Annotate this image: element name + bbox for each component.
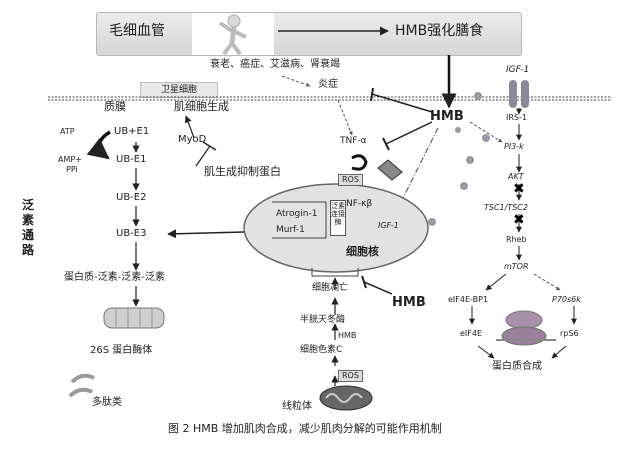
ros-molecule: [377, 159, 403, 181]
figure-caption: 图 2 HMB 增加肌肉合成，减少肌肉分解的可能作用机制: [168, 422, 442, 435]
ros-bottom-label: ROS: [338, 370, 363, 382]
tnf-curl: [351, 154, 368, 171]
capillary-banner: [96, 12, 522, 56]
eif4e-label: eIF4E: [460, 329, 483, 338]
tnf-label: TNF-α: [340, 136, 367, 146]
ligase-label: 泛素连接酶: [331, 202, 345, 226]
inflammation-tnf-arrow: [337, 99, 353, 136]
atp-curve-arrow: [86, 130, 111, 160]
atrogin-label: Atrogin-1: [276, 209, 318, 219]
ros-top-label: ROS: [338, 174, 363, 186]
caspase-label: 半胱天冬酶: [300, 315, 346, 325]
myostatin-label: 肌生成抑制蛋白: [204, 165, 281, 178]
hmb-apoptosis-label: HMB: [392, 295, 426, 310]
akt-label: AKT: [508, 172, 524, 181]
ubiquitin-pathway-label: 泛素通路: [22, 198, 35, 257]
myostatin-inhibit: [195, 145, 211, 167]
atp-label: ATP: [60, 127, 75, 136]
mtor-label: mTOR: [504, 262, 529, 271]
tsc-block-x: ✖: [513, 212, 525, 228]
ribosome-icon: [496, 310, 556, 346]
apoptosis-label: 细胞凋亡: [312, 283, 349, 293]
pi3k-label: PI3-k: [504, 142, 524, 151]
mitochondria-icon: [319, 385, 373, 411]
person-figure: [192, 13, 274, 56]
polypeptide-icon-1: [70, 373, 95, 384]
hmb-pi3k-arrow: [469, 121, 503, 143]
polypeptide-icon-2: [68, 387, 93, 398]
inflammation-label: 炎症: [318, 79, 338, 90]
disease-arrow: [281, 75, 311, 87]
membrane-label: 质膜: [104, 100, 126, 113]
murf-label: Murf-1: [276, 225, 305, 235]
eif4ebp1-label: eIF4E-BP1: [448, 295, 489, 304]
myod-label: MyoD: [178, 134, 207, 145]
cytochrome-label: 细胞色素C: [300, 345, 343, 355]
irs-label: IRS-1: [506, 113, 527, 122]
myogenesis-label: 肌细胞生成: [174, 100, 229, 113]
hmb-bottom-small-label: HMB: [338, 331, 357, 340]
mitochondria-label: 线粒体: [282, 401, 312, 412]
person-icon: [218, 14, 247, 56]
nucleus-label: 细胞核: [346, 245, 379, 258]
ligase-box: 泛素连接酶: [330, 200, 346, 236]
p70s6k-label: P70s6k: [552, 295, 581, 304]
nucleus-e3-arrow: [167, 229, 245, 239]
proteasome-label: 26S 蛋白酶体: [90, 345, 153, 356]
proteasome-icon: [103, 307, 165, 329]
protein-ubiquitin-label: 蛋白质-泛素-泛素-泛素: [64, 272, 165, 283]
ub-e2: UB-E2: [116, 192, 147, 203]
ub-e1-plus: UB+E1: [114, 126, 150, 137]
capillary-label: 毛细血管: [109, 23, 165, 39]
polypeptides-label: 多肽类: [92, 397, 122, 408]
nfkb-label: NF-κβ: [346, 199, 373, 209]
igf-receptor-label: IGF-1: [506, 65, 530, 75]
hmb-diet-label: HMB强化膳食: [395, 23, 484, 39]
ppi-label: PPi: [66, 165, 78, 174]
rheb-label: Rheb: [506, 235, 527, 244]
rps6-label: rpS6: [560, 329, 579, 338]
hmb-molecules: [428, 92, 490, 226]
hmb-center-label: HMB: [430, 109, 464, 124]
ub-e3: UB-E3: [116, 228, 147, 239]
hmb-inhibit-inflammation: [371, 93, 433, 113]
ub-e1: UB-E1: [116, 154, 147, 165]
igf-receptor-icon: [509, 80, 529, 108]
tsc-label: TSC1/TSC2: [484, 203, 528, 212]
hmb-inhibit-tnf: [385, 121, 433, 145]
amp-label: AMP+: [58, 155, 82, 164]
protein-synthesis-label: 蛋白质合成: [492, 361, 542, 372]
igf-inner-label: IGF-1: [378, 221, 399, 230]
diseases-label: 衰老、癌症、艾滋病、肾衰竭: [210, 59, 340, 70]
akt-block-x: ✖: [513, 181, 525, 197]
